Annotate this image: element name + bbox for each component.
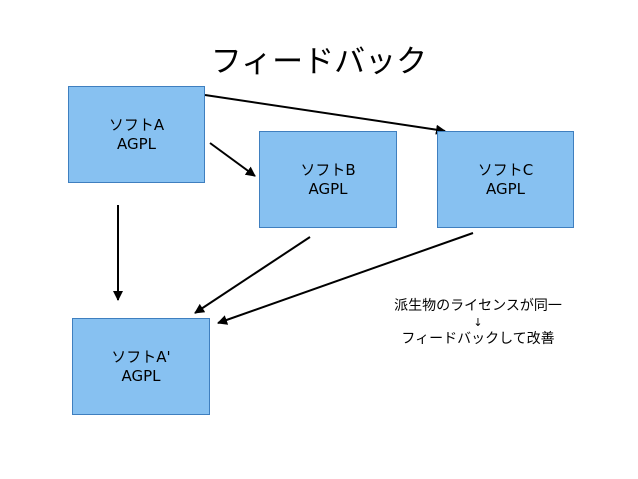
- node-soft-c: ソフトC AGPL: [437, 131, 574, 228]
- node-soft-c-license: AGPL: [485, 179, 526, 198]
- arrow-b-to-a2: [194, 236, 311, 314]
- node-soft-a-prime-name: ソフトA': [111, 347, 171, 366]
- down-arrow-icon: ↓: [473, 316, 483, 329]
- node-soft-a-name: ソフトA: [108, 115, 165, 134]
- note-line-2: フィードバックして改善: [401, 331, 555, 347]
- node-soft-b-name: ソフトB: [300, 160, 356, 179]
- node-soft-a-license: AGPL: [116, 134, 157, 153]
- node-soft-a-prime-license: AGPL: [121, 366, 161, 385]
- annotation-note: 派生物のライセンスが同一 ↓ フィードバックして改善: [358, 296, 598, 349]
- note-line-1: 派生物のライセンスが同一: [394, 298, 562, 314]
- slide-title: フィードバック: [210, 44, 428, 80]
- node-soft-a-prime: ソフトA' AGPL: [72, 318, 210, 415]
- arrow-c-to-a2: [217, 232, 474, 325]
- node-soft-a: ソフトA AGPL: [68, 86, 205, 183]
- node-soft-c-name: ソフトC: [477, 160, 534, 179]
- arrow-a-to-b: [209, 142, 256, 177]
- arrow-a-to-c: [204, 94, 446, 135]
- node-soft-b: ソフトB AGPL: [259, 131, 397, 228]
- node-soft-b-license: AGPL: [308, 179, 348, 198]
